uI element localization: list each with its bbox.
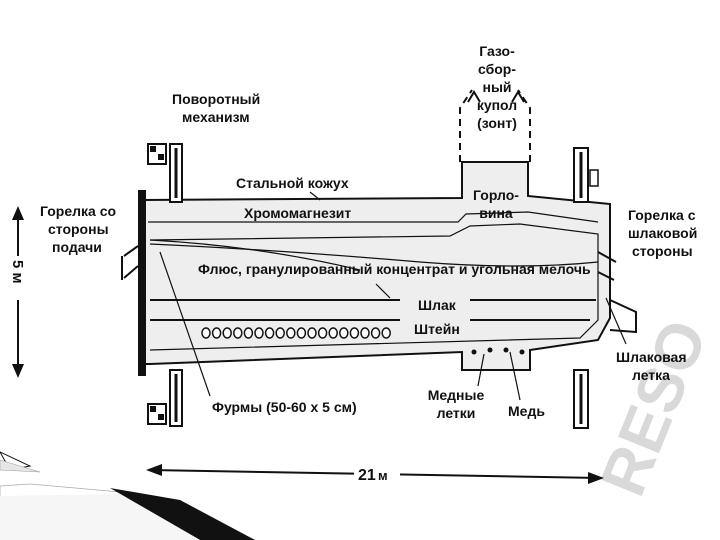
left-end-wall xyxy=(138,190,146,376)
svg-text:стороны: стороны xyxy=(632,243,693,259)
tuyere xyxy=(339,327,349,339)
label-burner-feed: Горелка со стороны подачи xyxy=(40,203,116,255)
tuyere xyxy=(243,327,254,339)
label-slag: Шлак xyxy=(418,297,457,313)
charge-curve xyxy=(149,239,361,271)
watermark: RESO xyxy=(586,310,720,505)
length-unit: м xyxy=(378,468,388,483)
length-dimension xyxy=(146,462,604,484)
tuyere xyxy=(317,327,328,339)
slide-swoosh xyxy=(0,451,256,540)
charge-curve-2 xyxy=(149,243,599,267)
svg-text:Газо-: Газо- xyxy=(479,43,515,59)
svg-text:сбор-: сбор- xyxy=(478,61,516,77)
tuyere xyxy=(360,327,370,339)
lining-inner xyxy=(149,223,599,351)
svg-text:Горелка со: Горелка со xyxy=(40,203,116,219)
rotary-support-top-right xyxy=(573,147,599,203)
rotary-support-bottom-right xyxy=(573,369,589,429)
svg-text:ный: ный xyxy=(482,79,511,95)
label-gas-hood: Газо- сбор- ный купол (зонт) xyxy=(477,43,517,131)
label-burner-slag: Горелка с шлаковой стороны xyxy=(628,207,697,259)
tuyere xyxy=(286,327,296,339)
svg-text:Горло-: Горло- xyxy=(473,187,519,203)
svg-text:стороны: стороны xyxy=(48,221,109,237)
tuyere xyxy=(370,327,381,339)
length-value: 21 xyxy=(358,467,376,484)
tuyere xyxy=(275,327,285,339)
svg-text:подачи: подачи xyxy=(52,239,102,255)
furnace-shell xyxy=(141,161,611,371)
copper-taps xyxy=(471,347,525,355)
rotary-support-top-left xyxy=(147,143,183,203)
label-copper: Медь xyxy=(508,403,545,419)
tuyere xyxy=(211,327,222,339)
svg-text:купол: купол xyxy=(477,97,517,113)
tuyere xyxy=(307,327,317,339)
leader-copper xyxy=(509,351,521,401)
gas-hood-outline xyxy=(459,89,531,162)
svg-text:летка: летка xyxy=(632,367,670,383)
label-throat: Горло- вина xyxy=(473,187,519,221)
svg-text:(зонт): (зонт) xyxy=(477,115,517,131)
svg-text:Шлаковая: Шлаковая xyxy=(616,349,687,365)
tuyere xyxy=(328,327,338,339)
leader-tuyeres xyxy=(159,251,211,397)
tuyere xyxy=(296,327,307,339)
label-flux: Флюс, гранулированный концентрат и уголь… xyxy=(198,261,591,277)
tuyere xyxy=(264,327,275,339)
label-chromemagnesite: Хромомагнезит xyxy=(244,205,351,221)
label-rotary: Поворотный механизм xyxy=(172,91,260,125)
leader-copper-taps xyxy=(477,353,485,387)
gas-hood-arrows xyxy=(467,90,525,103)
tuyere xyxy=(254,327,264,339)
label-steel-shell: Стальной кожух xyxy=(236,175,349,191)
svg-text:шлаковой: шлаковой xyxy=(628,225,697,241)
tuyere-row xyxy=(201,327,391,339)
burner-right xyxy=(597,251,617,281)
svg-text:Медные: Медные xyxy=(428,387,485,403)
tuyere xyxy=(381,327,391,339)
label-matte: Штейн xyxy=(414,321,460,337)
label-slag-tap: Шлаковая летка xyxy=(616,349,687,383)
height-dimension xyxy=(10,206,26,378)
burner-left xyxy=(121,245,139,280)
svg-text:вина: вина xyxy=(479,205,513,221)
leader-steel-shell xyxy=(309,191,321,201)
slag-tap-spout xyxy=(609,299,637,334)
label-copper-taps: Медные летки xyxy=(428,387,485,421)
label-tuyeres: Фурмы (50-60 x 5 см) xyxy=(212,399,357,415)
tuyere xyxy=(201,327,211,339)
height-label: 5 м xyxy=(9,260,26,284)
tuyere xyxy=(222,327,232,339)
leader-flux xyxy=(375,283,391,299)
lining-top xyxy=(148,211,599,223)
rotary-support-bottom-left xyxy=(147,369,183,427)
leader-slag-tap xyxy=(605,297,627,345)
tuyere xyxy=(233,327,243,339)
svg-text:летки: летки xyxy=(437,405,476,421)
svg-text:Поворотный: Поворотный xyxy=(172,91,260,107)
svg-text:механизм: механизм xyxy=(182,109,250,125)
svg-text:Горелка с: Горелка с xyxy=(628,207,696,223)
tuyere xyxy=(349,327,360,339)
